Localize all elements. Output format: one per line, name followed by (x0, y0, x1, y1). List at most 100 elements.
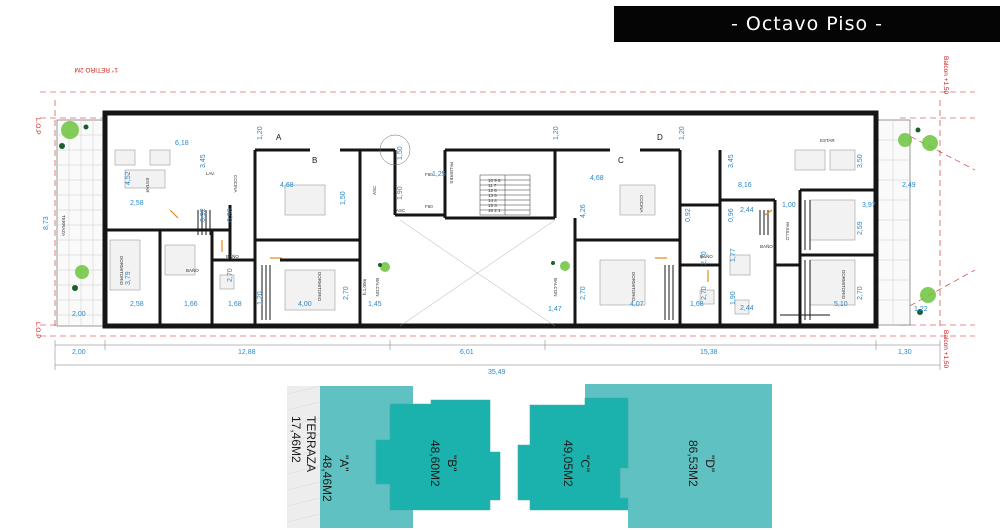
room-tag: ESTAR (145, 178, 150, 193)
room-tag: ASC (396, 208, 406, 213)
trees (59, 121, 938, 315)
dimension-label: 1,20 (257, 291, 264, 305)
dimension-label: 1,77 (730, 248, 737, 262)
lop-top-label: L.O.P (34, 118, 41, 135)
dimension-label: 0,92 (200, 208, 207, 222)
lop-bottom-label: L.O.P (34, 322, 41, 339)
unit-a-label: "A" (337, 455, 351, 472)
stair-number: 14 4 (488, 198, 497, 203)
terraza-area: 17,46M2 (289, 416, 303, 463)
dimension-label: 2,70 (701, 251, 708, 265)
unit-b-label: "B" (445, 455, 459, 472)
room-tag: BALCON (375, 278, 380, 297)
dimension-label: 2,58 (130, 301, 144, 308)
room-tag: F60 (425, 172, 433, 177)
dimension-label: 1,20 (679, 126, 686, 140)
dimension-label: 1,68 (228, 301, 242, 308)
dimension-label: 1,50 (397, 146, 404, 160)
room-tag: BAÑO (700, 253, 713, 259)
dimension-label: 2,70 (227, 268, 234, 282)
dimension-label: 1,90 (397, 186, 404, 200)
unit-a-area: 48,46M2 (320, 455, 334, 502)
stair-number: 12 6 (488, 188, 497, 193)
dimension-label: 3,50 (857, 154, 864, 168)
room-tag: ASC (372, 185, 377, 195)
room-tag: BALCON (553, 278, 558, 297)
exterior-walls (102, 110, 879, 329)
dimension-lines (54, 340, 941, 370)
room-tag: DORMITORIO (631, 272, 636, 302)
room-tag: TERRAZA (61, 215, 66, 236)
dimension-label: 1,45 (368, 301, 382, 308)
dimension-label: 2,00 (72, 311, 86, 318)
dimension-label: 1,50 (340, 191, 347, 205)
dimension-label: 2,49 (902, 182, 916, 189)
unit-letter: D (657, 133, 663, 142)
dimension-label: 3,97 (862, 202, 876, 209)
furniture (109, 149, 856, 315)
interior-dimensions: 6,18 4,52 2,58 3,79 2,58 1,66 1,68 4,00 … (43, 126, 928, 318)
dimension-label: 4,07 (630, 301, 644, 308)
dimension-label: 2,00 (72, 349, 86, 356)
area-map: "A" 48,46M2 "B" 48,60M2 "C" 49,05M2 "D" … (286, 384, 772, 528)
floor-title-banner: - Octavo Piso - (614, 6, 1000, 42)
unit-c-shape (518, 398, 628, 510)
dimension-label: 15,38 (700, 349, 718, 356)
dimension-label: 1,66 (184, 301, 198, 308)
dimension-label: 2,44 (740, 207, 754, 214)
dimension-label: 1,00 (782, 202, 796, 209)
dimension-label: 8,73 (43, 216, 50, 230)
retiro-label: 1° RETIRO 2M (75, 66, 118, 74)
room-tag: BAÑO (186, 267, 199, 273)
stair-numbers: 10 9 8 11 7 12 6 13 5 14 4 15 3 16 2 1 (488, 178, 501, 213)
dimension-label: 1,25 (432, 171, 446, 178)
terraza-label: TERRAZA (304, 416, 318, 472)
property-lines (40, 91, 976, 337)
dimension-label: 12,88 (238, 349, 256, 356)
unit-b-shape (376, 400, 500, 510)
dimension-label: 4,26 (580, 204, 587, 218)
stair-number: 15 3 (488, 203, 497, 208)
dimension-label: 2,59 (857, 221, 864, 235)
dimension-label: 1,20 (257, 126, 264, 140)
dimension-label: 2,70 (343, 286, 350, 300)
stair-number: 11 7 (488, 183, 497, 188)
unit-b-area: 48,60M2 (428, 440, 442, 487)
dimension-label: 2,70 (701, 286, 708, 300)
dimension-label: 2,44 (740, 305, 754, 312)
dimension-label: 6,01 (460, 349, 474, 356)
dimension-label: 6,18 (175, 140, 189, 147)
room-tag: ESTAR (820, 138, 835, 143)
room-tag: h.1,00m (362, 278, 367, 295)
dimension-label: 1,90 (730, 291, 737, 305)
room-tag: DORMITORIO (841, 270, 846, 300)
unit-c-area: 49,05M2 (561, 440, 575, 487)
dimension-label: 8,16 (738, 182, 752, 189)
unit-letter: C (618, 156, 624, 165)
terrace-left (56, 119, 106, 327)
unit-d-area: 86,53M2 (686, 440, 700, 487)
dimension-label: 4,52 (125, 171, 132, 185)
dimension-label: 1,47 (548, 306, 562, 313)
dimension-label: 2,70 (857, 286, 864, 300)
stair-number: 13 5 (488, 193, 497, 198)
dimension-label: 1,22 (914, 306, 928, 313)
unit-c-label: "C" (578, 455, 592, 472)
stair-core (379, 134, 531, 216)
balcon-top-label: Balcon +1,50 (942, 56, 949, 95)
unit-letter: B (312, 156, 317, 165)
room-tag: BAÑO (226, 253, 239, 259)
dimension-label: 1,20 (553, 126, 560, 140)
unit-letter: A (276, 133, 282, 142)
interior-walls (105, 148, 876, 326)
room-tag: DORMITORIO (317, 272, 322, 302)
room-tag: PASILLO (785, 222, 790, 241)
room-tag: DORMITORIO (119, 256, 124, 286)
stair-number: 10 9 8 (488, 178, 501, 183)
room-tags: F60 F60 h.1,00m ASC ASC PALIERES COCINA … (61, 138, 846, 302)
unit-d-shape (585, 384, 772, 528)
dimension-label: 5,10 (834, 301, 848, 308)
unit-d-label: "D" (703, 455, 717, 472)
total-dimension-label: 35,49 (488, 369, 506, 376)
